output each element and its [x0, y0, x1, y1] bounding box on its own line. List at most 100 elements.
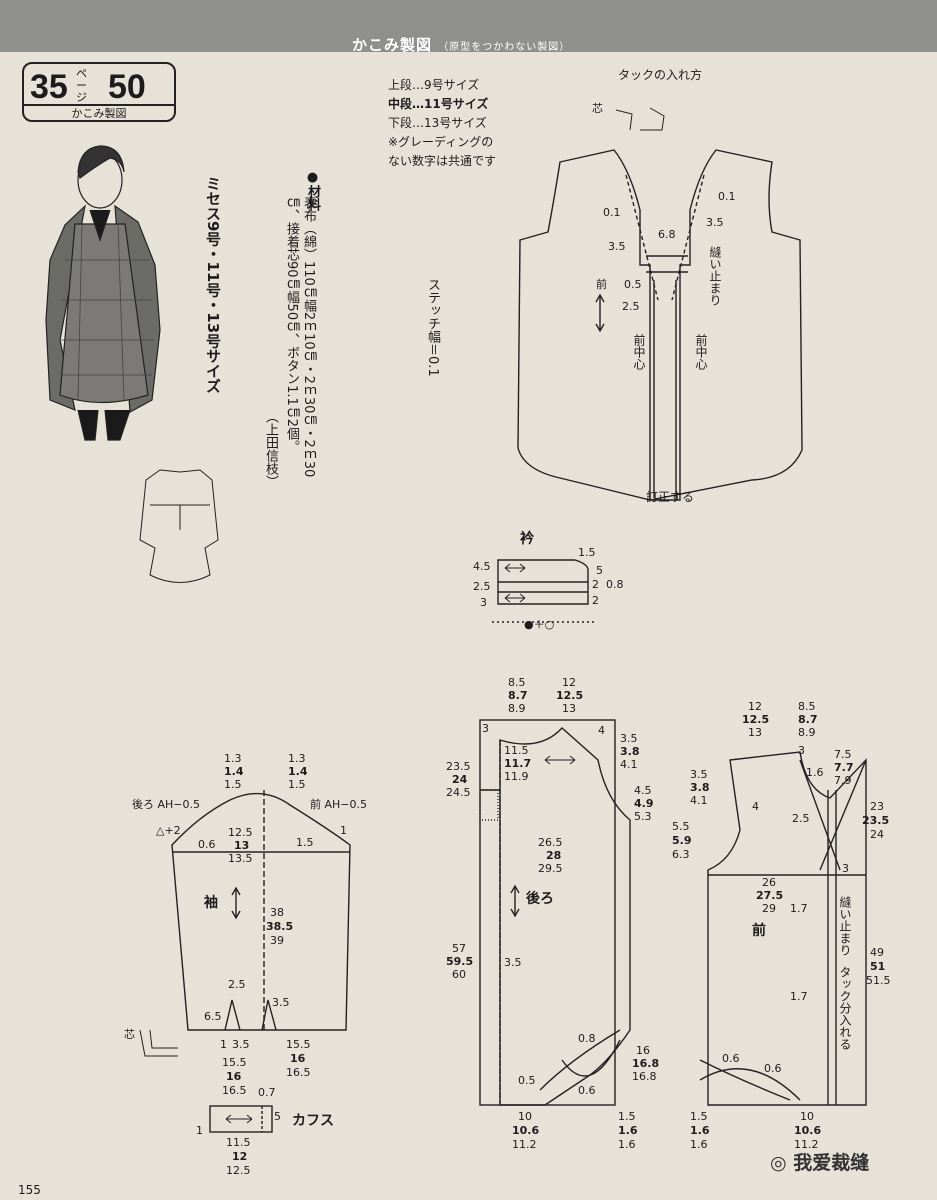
back-height-24: 24: [452, 773, 468, 786]
front-width-26: 26: [762, 876, 776, 889]
collar-title: 衿: [520, 531, 534, 547]
front-shoulder-3.8: 3.8: [690, 781, 710, 794]
back-width-26.5: 26.5: [538, 836, 563, 849]
back-side-16.8a: 16.8: [632, 1057, 660, 1070]
back-neck-3: 3: [482, 722, 489, 735]
back-foot-1.6a: 1.6: [618, 1124, 638, 1137]
front-tuck-in-label: タック分入れる: [838, 966, 852, 1050]
back-bottom-11.2: 11.2: [512, 1138, 537, 1151]
back-top-left-3: 8.9: [508, 702, 526, 715]
back-curve-0.8: 0.8: [578, 1032, 596, 1045]
back-neck-11.5: 11.5: [504, 744, 529, 757]
sleeve-6.5: 6.5: [204, 1010, 222, 1023]
collar-4.5: 4.5: [473, 560, 491, 573]
sleeve-width-13: 13: [234, 839, 250, 852]
back-bottom-10: 10: [518, 1110, 532, 1123]
front-tuck-1.7b: 1.7: [790, 990, 808, 1003]
back-armhole-4.5: 4.5: [634, 784, 652, 797]
front-bottom-10.6: 10.6: [794, 1124, 822, 1137]
sleeve-top-right-1: 1.3: [288, 752, 306, 765]
page-ref-number: 35: [30, 68, 68, 106]
front-bottom-10: 10: [800, 1110, 814, 1123]
sleeve-top-left-3: 1.5: [224, 778, 242, 791]
tuck-3.5-right: 3.5: [706, 216, 724, 229]
front-armhole-6.3: 6.3: [672, 848, 690, 861]
front-tuck-3: 3: [842, 862, 849, 875]
back-top-right-3: 13: [562, 702, 576, 715]
front-height-23: 23: [870, 800, 884, 813]
back-curve-0.5: 0.5: [518, 1074, 536, 1087]
cuff-5: 5: [274, 1110, 281, 1123]
collar-piece: [492, 559, 594, 623]
watermark-text: 我爱裁缝: [793, 1152, 870, 1174]
sleeve-shin: 芯: [124, 1028, 135, 1041]
cuff-width-12.5: 12.5: [226, 1164, 251, 1177]
tuck-diagram: [517, 107, 803, 501]
tuck-0.5: 0.5: [624, 278, 642, 291]
tuck-title: タックの入れ方: [618, 68, 703, 82]
sleeve-label: 袖: [204, 895, 218, 911]
front-tuck-1.7a: 1.7: [790, 902, 808, 915]
back-dart-3.5: 3.5: [504, 956, 522, 969]
front-bottom-11.2: 11.2: [794, 1138, 819, 1151]
back-length-59.5: 59.5: [446, 955, 474, 968]
note-line-5: ない数字は共通です: [388, 154, 497, 168]
front-height-23.5: 23.5: [862, 814, 890, 827]
note-line-2: 中段…11号サイズ: [388, 97, 489, 111]
sleeve-bottom-left-15.5: 15.5: [222, 1056, 247, 1069]
front-neck-3: 3: [798, 744, 805, 757]
collar-1.5: 1.5: [578, 546, 596, 559]
back-width-28: 28: [546, 849, 562, 862]
back-height-23.5: 23.5: [446, 760, 471, 773]
front-armhole-5.9: 5.9: [672, 834, 692, 847]
cuff-label: カフス: [292, 1113, 334, 1129]
tuck-6.8: 6.8: [658, 228, 676, 241]
sleeve-1b: 1: [220, 1038, 227, 1051]
front-curve-0.6a: 0.6: [722, 1052, 740, 1065]
sleeve-bottom-left-16.5: 16.5: [222, 1084, 247, 1097]
front-tuck-2.5: 2.5: [792, 812, 810, 825]
front-length-49: 49: [870, 946, 884, 959]
tuck-center-front-left: 前中心: [632, 334, 646, 370]
back-width-29.5: 29.5: [538, 862, 563, 875]
back-top-left-1: 8.5: [508, 676, 526, 689]
sleeve-0.6: 0.6: [198, 838, 216, 851]
front-foot-1.6b: 1.6: [690, 1138, 708, 1151]
grading-note: 上段…9号サイズ 中段…11号サイズ 下段…13号サイズ ※グレーディングの な…: [388, 76, 496, 171]
sleeve-3.5a: 3.5: [272, 996, 290, 1009]
tuck-shin: 芯: [592, 102, 603, 115]
sleeve-top-left-1: 1.3: [224, 752, 242, 765]
tuck-3.5-left: 3.5: [608, 240, 626, 253]
tuck-2.5: 2.5: [622, 300, 640, 313]
back-shoulder-3.8: 3.8: [620, 745, 640, 758]
sleeve-top-right-3: 1.5: [288, 778, 306, 791]
sleeve-width-12.5: 12.5: [228, 826, 253, 839]
tuck-0.1-right: 0.1: [718, 190, 736, 203]
back-side-16.8b: 16.8: [632, 1070, 657, 1083]
tuck-0.1-left: 0.1: [603, 206, 621, 219]
front-top-left-1: 12: [748, 700, 762, 713]
front-shoulder-4: 4: [752, 800, 759, 813]
front-shoulder-3.5: 3.5: [690, 768, 708, 781]
sleeve-top-right-2: 1.4: [288, 765, 308, 778]
page-kana: ページ: [76, 67, 87, 104]
front-width-27.5: 27.5: [756, 889, 784, 902]
stitch-width: ステッチ幅＝0.1: [425, 278, 440, 377]
back-shoulder-3.5: 3.5: [620, 732, 638, 745]
back-length-60: 60: [452, 968, 466, 981]
materials-credit: （上田信枝）: [263, 410, 278, 488]
front-bodice-piece: [699, 751, 867, 1106]
front-foot-1.6a: 1.6: [690, 1124, 710, 1137]
sleeve-bottom-left-16: 16: [226, 1070, 242, 1083]
back-top-right-1: 12: [562, 676, 576, 689]
sleeve-1: 1: [340, 824, 347, 837]
front-top-right-3: 8.9: [798, 726, 816, 739]
front-top-right-1: 8.5: [798, 700, 816, 713]
back-curve-0.6: 0.6: [578, 1084, 596, 1097]
back-height-24.5: 24.5: [446, 786, 471, 799]
page-badge: 35 ページ 50 かこみ製図: [22, 62, 176, 122]
back-foot-1.5: 1.5: [618, 1110, 636, 1123]
page-number-badge: 50: [108, 68, 146, 106]
collar-2a: 2: [592, 578, 599, 591]
